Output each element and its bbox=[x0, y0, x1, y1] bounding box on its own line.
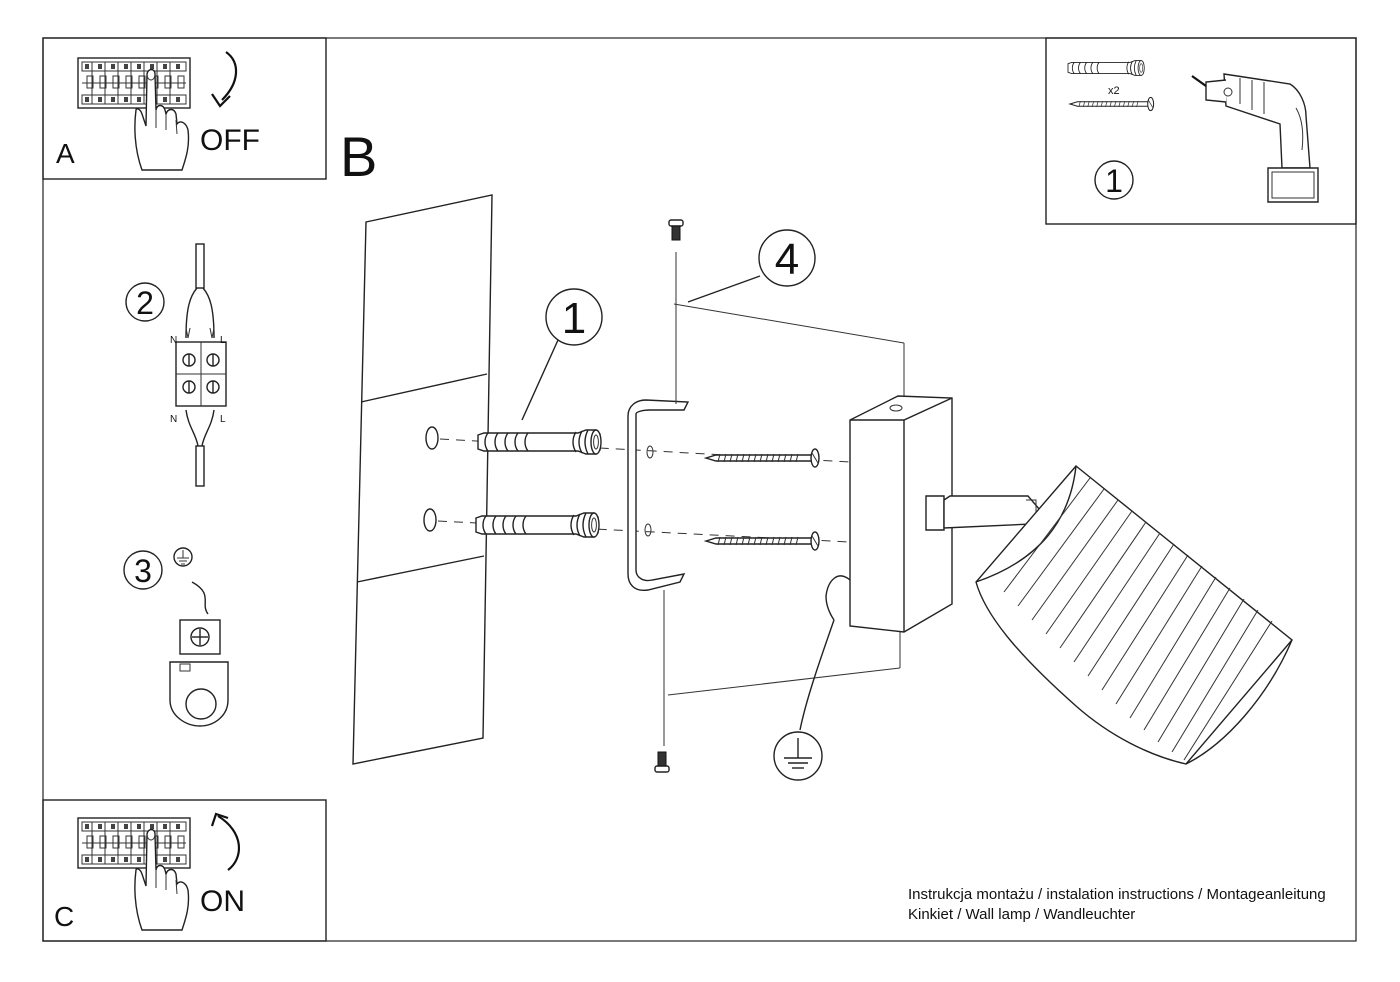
footer-product: Kinkiet / Wall lamp / Wandleuchter bbox=[908, 906, 1135, 923]
screw-icon bbox=[1069, 96, 1155, 112]
terminal-l-bottom: L bbox=[220, 414, 226, 425]
hardware-quantity: x2 bbox=[1108, 85, 1120, 97]
mounting-bracket bbox=[627, 399, 690, 591]
tools-panel: x2 1 bbox=[1045, 37, 1357, 225]
drill-icon bbox=[1191, 73, 1319, 203]
wall-plug-icon bbox=[477, 429, 602, 455]
curved-arrow-icon bbox=[217, 815, 241, 871]
earth-symbol-icon bbox=[773, 731, 823, 781]
panel-c-power-on: C ON bbox=[42, 799, 327, 942]
lamp-arm bbox=[925, 495, 1041, 531]
bracket-outline bbox=[663, 252, 905, 746]
earth-step-number: 3 bbox=[134, 553, 152, 589]
breaker-panel-icon bbox=[77, 57, 191, 109]
lamp-shade bbox=[975, 465, 1294, 765]
anchor-step-number: 1 bbox=[562, 294, 586, 343]
wall bbox=[352, 194, 493, 765]
wall-plug-icon bbox=[475, 512, 600, 538]
step-2-wiring: 2 N L N L bbox=[125, 243, 227, 487]
screw-icon bbox=[668, 219, 684, 241]
panel-a-letter: A bbox=[56, 138, 75, 169]
breaker-panel-icon bbox=[77, 817, 191, 869]
on-label: ON bbox=[200, 885, 245, 918]
earth-symbol-icon bbox=[173, 547, 193, 567]
terminal-n-top: N bbox=[170, 335, 177, 346]
panel-a-power-off: A OFF bbox=[42, 37, 327, 180]
footer-instructions: Instrukcja montażu / instalation instruc… bbox=[908, 886, 1326, 903]
off-label: OFF bbox=[200, 124, 260, 157]
bracket-step-number: 4 bbox=[775, 235, 799, 284]
screw-icon bbox=[705, 448, 820, 468]
terminal-block-icon bbox=[175, 341, 227, 407]
sheet-border bbox=[42, 37, 1357, 942]
lamp-base bbox=[825, 395, 953, 633]
screw-icon bbox=[705, 531, 820, 551]
terminal-l-top: L bbox=[220, 335, 226, 346]
curved-arrow-icon bbox=[221, 51, 238, 101]
panel-c-letter: C bbox=[54, 901, 74, 932]
panel-b-letter: B bbox=[340, 125, 377, 188]
screw-icon bbox=[654, 751, 670, 773]
step-3-earth: 3 bbox=[123, 547, 229, 727]
earth-terminal-icon bbox=[169, 619, 229, 727]
wiring-step-number: 2 bbox=[136, 285, 154, 321]
tools-step-number: 1 bbox=[1105, 163, 1123, 199]
terminal-n-bottom: N bbox=[170, 414, 177, 425]
wall-plug-icon bbox=[1067, 60, 1145, 76]
